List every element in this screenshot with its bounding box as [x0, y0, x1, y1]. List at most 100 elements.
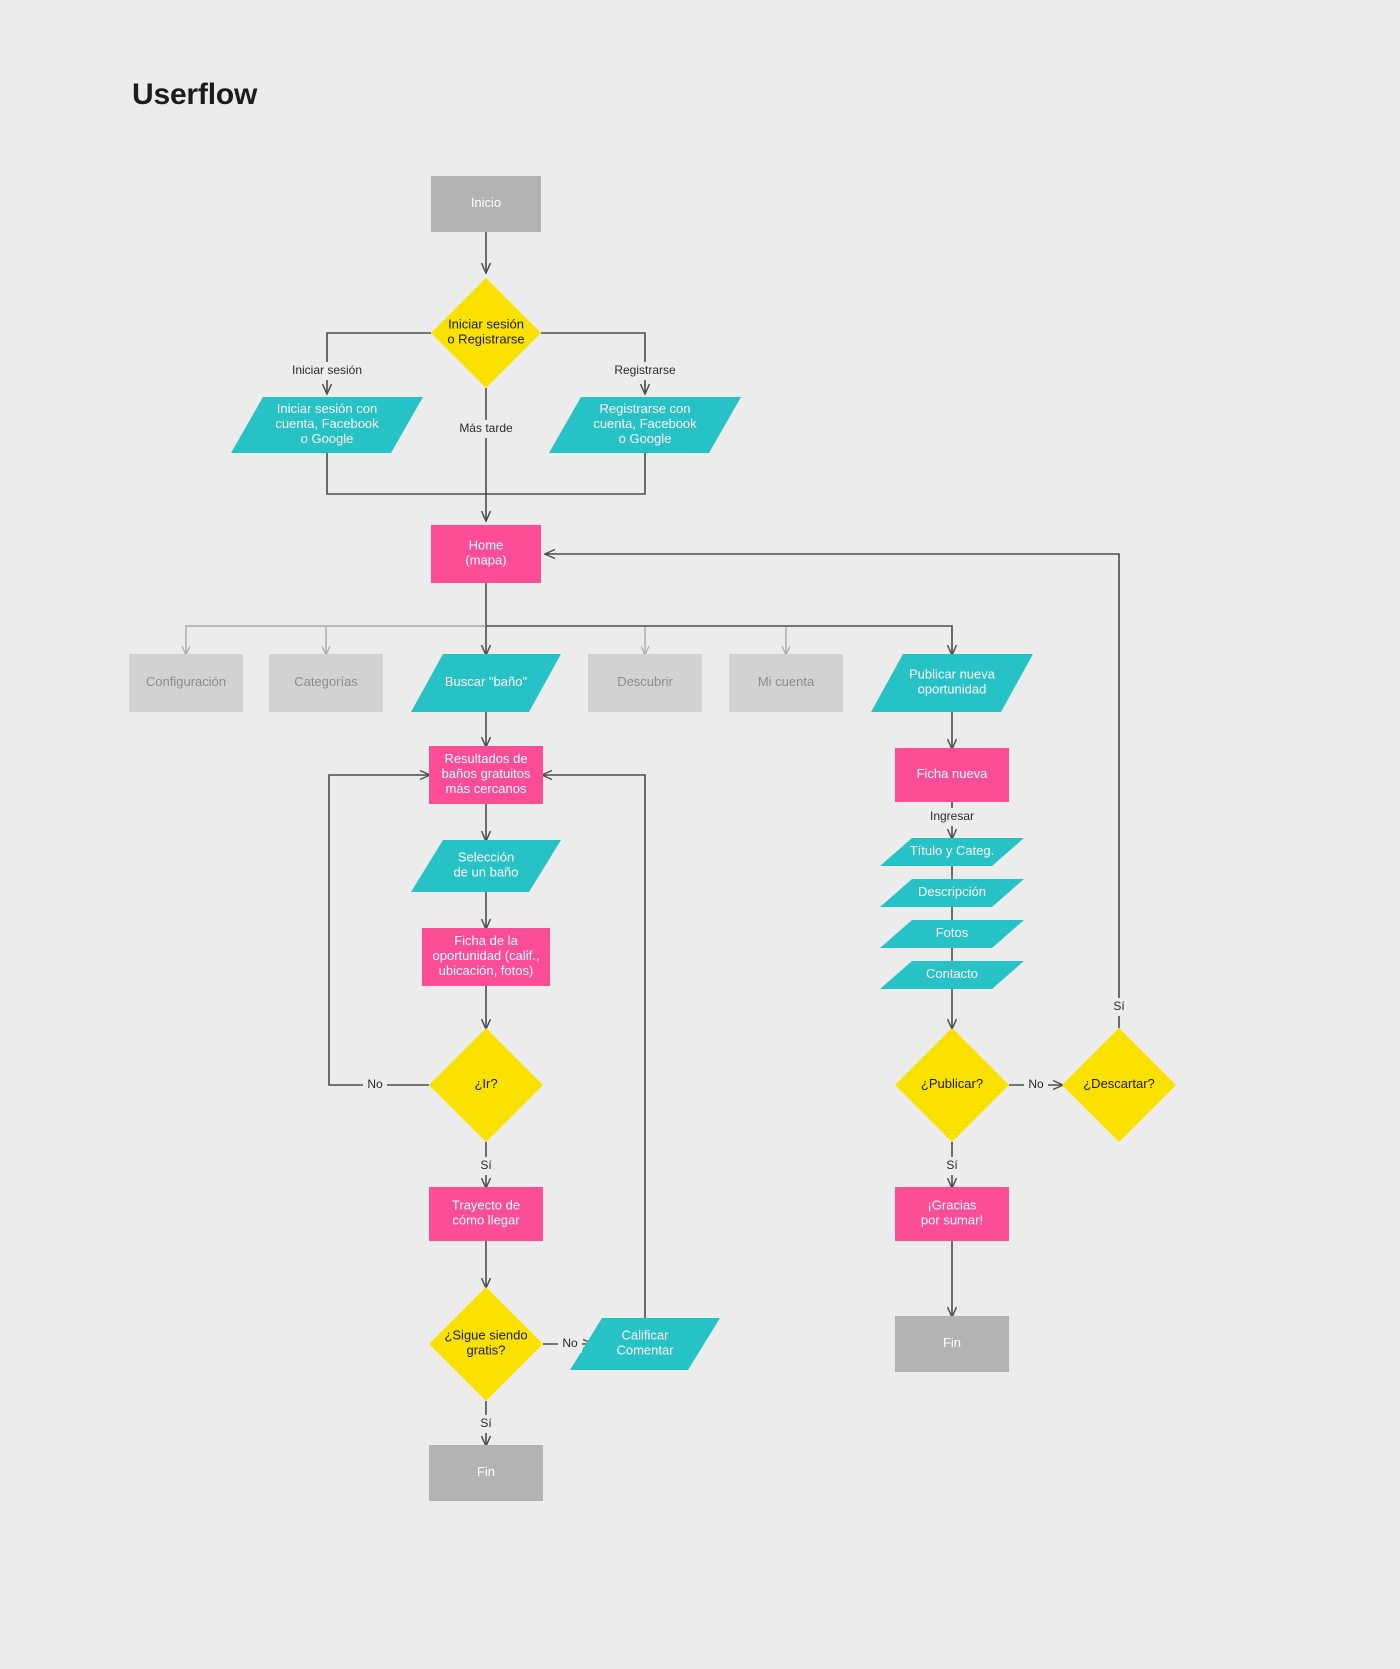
- flow-node-fin-right[interactable]: Fin: [895, 1316, 1009, 1372]
- lbl-gratis-no: No: [562, 1336, 578, 1350]
- flow-node-shape-terminator: [429, 1445, 543, 1501]
- lbl-ir-si: Sí: [480, 1158, 492, 1172]
- flow-node-shape-decision: [429, 1028, 543, 1142]
- edge-label-backdrop: [474, 1415, 498, 1433]
- flow-node-shape-decision: [1062, 1028, 1176, 1142]
- lbl-mas-tarde: Más tarde: [459, 421, 513, 435]
- flow-node-publicar-dec[interactable]: ¿Publicar?: [895, 1028, 1009, 1142]
- flow-node-shape-process: [895, 748, 1009, 802]
- flow-node-label-ficha-nueva: Ficha nueva: [917, 766, 989, 781]
- flow-node-descripcion[interactable]: Descripción: [880, 879, 1024, 907]
- flow-node-descubrir[interactable]: Descubrir: [588, 654, 702, 712]
- flow-node-shape-io: [880, 879, 1024, 907]
- flow-node-home[interactable]: Home(mapa): [431, 525, 541, 583]
- flow-node-shape-decision: [895, 1028, 1009, 1142]
- flow-node-label-publicar-dec: ¿Publicar?: [921, 1076, 983, 1091]
- flow-node-shape-io: [871, 654, 1033, 712]
- flow-node-titulo[interactable]: Título y Categ.: [880, 838, 1024, 866]
- flow-node-label-fin-left: Fin: [477, 1464, 495, 1479]
- edge-label-backdrop: [919, 808, 985, 826]
- edge-label-backdrop: [601, 362, 689, 380]
- edge-label-backdrop: [273, 362, 381, 380]
- edge-label-backdrop: [363, 1076, 387, 1094]
- edge-bus-publicar: [486, 625, 952, 654]
- flow-node-shape-process: [431, 525, 541, 583]
- edge-label-backdrop: [558, 1335, 582, 1353]
- flow-node-shape-decision: [429, 1287, 543, 1401]
- flow-node-shape-io: [231, 397, 423, 453]
- flow-node-shape-decision: [431, 278, 541, 388]
- lbl-publicar-no: No: [1028, 1077, 1044, 1091]
- lbl-ingresar: Ingresar: [930, 809, 974, 823]
- flow-node-inicio[interactable]: Inicio: [431, 176, 541, 232]
- flow-node-categorias[interactable]: Categorías: [269, 654, 383, 712]
- edge-label-backdrop: [1107, 998, 1131, 1016]
- flow-node-shape-inactive: [269, 654, 383, 712]
- flow-node-label-home: Home(mapa): [465, 538, 506, 568]
- edge-ir-no-resultados: [328, 775, 429, 1086]
- flow-node-contacto[interactable]: Contacto: [880, 961, 1024, 989]
- flow-node-descartar-dec[interactable]: ¿Descartar?: [1062, 1028, 1176, 1142]
- flow-node-fotos[interactable]: Fotos: [880, 920, 1024, 948]
- edge-loginio-home: [326, 453, 486, 495]
- flow-node-label-ir-dec: ¿Ir?: [474, 1076, 497, 1091]
- flow-node-label-categorias: Categorías: [294, 674, 358, 689]
- flow-node-shape-process: [895, 1187, 1009, 1241]
- flow-node-shape-terminator: [895, 1316, 1009, 1372]
- flow-node-shape-process: [422, 928, 550, 986]
- flow-node-fin-left[interactable]: Fin: [429, 1445, 543, 1501]
- flow-node-shape-io: [411, 654, 561, 712]
- edge-descartar-si-home: [546, 554, 1120, 1028]
- flow-node-shape-io: [880, 961, 1024, 989]
- flow-node-shape-io: [411, 840, 561, 892]
- flow-node-label-titulo: Título y Categ.: [910, 843, 995, 858]
- flow-node-buscar[interactable]: Buscar "baño": [411, 654, 561, 712]
- lbl-registrarse: Registrarse: [614, 363, 676, 377]
- flow-node-label-config: Configuración: [146, 674, 226, 689]
- flow-node-shape-inactive: [729, 654, 843, 712]
- flow-node-ficha-nueva[interactable]: Ficha nueva: [895, 748, 1009, 802]
- flow-node-shape-process: [429, 746, 543, 804]
- flow-node-config[interactable]: Configuración: [129, 654, 243, 712]
- flow-node-shape-inactive: [588, 654, 702, 712]
- flow-node-ir-dec[interactable]: ¿Ir?: [429, 1028, 543, 1142]
- flow-node-label-buscar: Buscar "baño": [445, 674, 528, 689]
- flow-node-shape-io: [549, 397, 741, 453]
- flow-node-shape-terminator: [431, 176, 541, 232]
- edge-registerio-home: [486, 453, 646, 495]
- flow-node-micuenta[interactable]: Mi cuenta: [729, 654, 843, 712]
- lbl-publicar-si: Sí: [946, 1158, 958, 1172]
- edge-calificar-resultados: [543, 775, 646, 1318]
- lbl-gratis-si: Sí: [480, 1416, 492, 1430]
- flow-node-shape-io: [570, 1318, 720, 1370]
- edge-bus-left: [186, 625, 486, 654]
- flow-node-label-descripcion: Descripción: [918, 884, 986, 899]
- flow-node-label-descartar-dec: ¿Descartar?: [1083, 1076, 1155, 1091]
- flow-node-label-contacto: Contacto: [926, 966, 978, 981]
- flow-node-shape-io: [880, 920, 1024, 948]
- lbl-descartar-si: Sí: [1113, 999, 1125, 1013]
- lbl-iniciar-sesion: Iniciar sesión: [292, 363, 362, 377]
